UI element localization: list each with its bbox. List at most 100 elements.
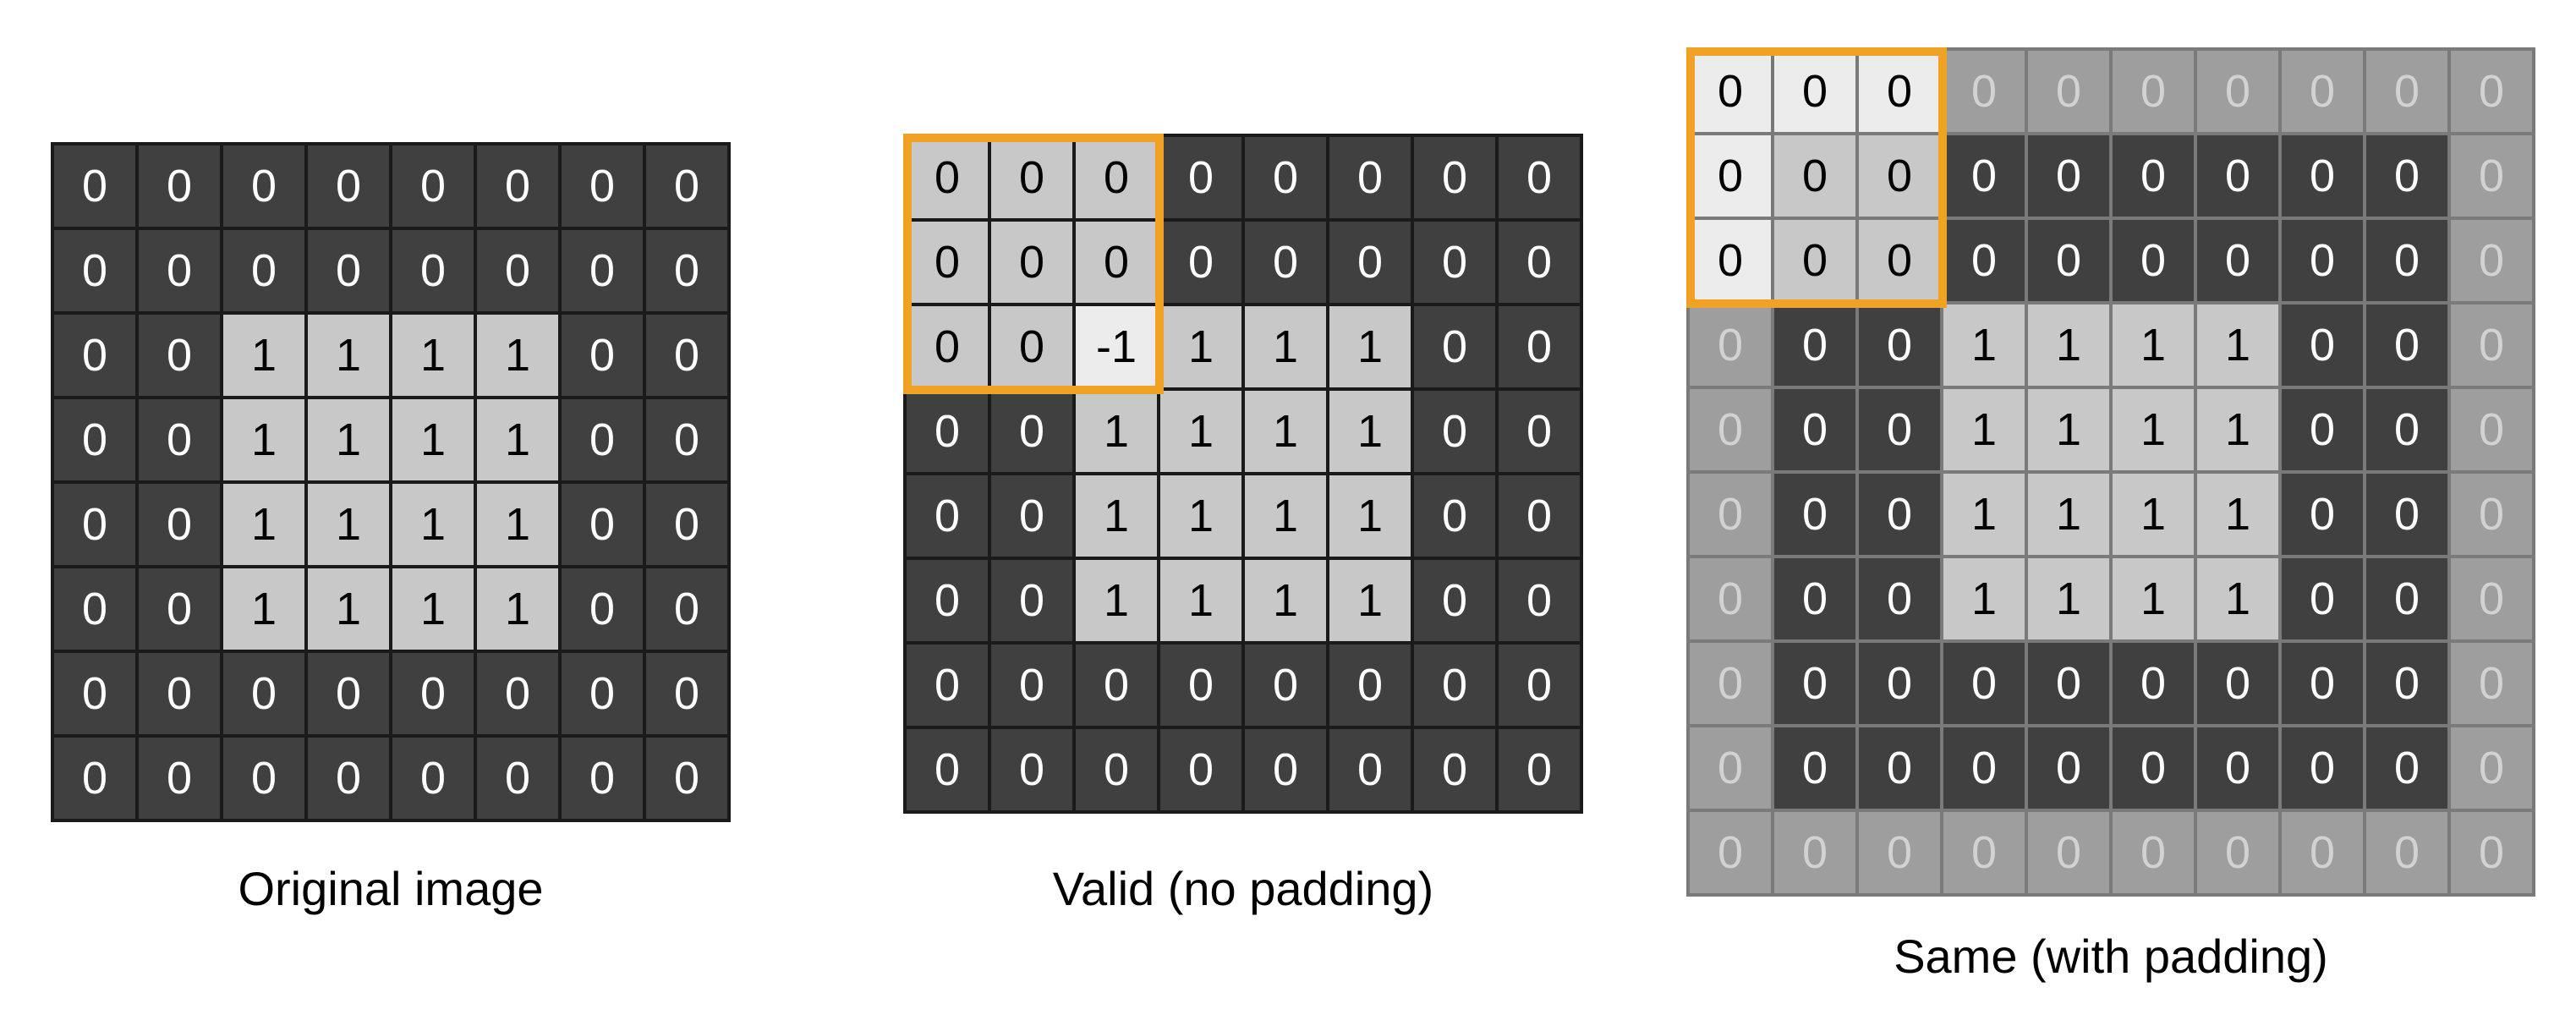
grid-cell: 1 <box>1329 560 1411 641</box>
grid-cell: 0 <box>991 222 1072 303</box>
grid-cell: 1 <box>2113 304 2194 386</box>
grid-cell: 0 <box>2366 135 2447 217</box>
grid-cell: 0 <box>1245 729 1326 810</box>
grid-cell: 0 <box>562 145 643 227</box>
grid-cell: 0 <box>1774 812 1855 893</box>
grid-cell: 0 <box>2197 51 2278 132</box>
grid-cell: 0 <box>1499 475 1580 557</box>
grid-cell: 0 <box>907 222 988 303</box>
grid-cell: 1 <box>2113 389 2194 470</box>
grid-cell: 0 <box>2113 727 2194 809</box>
grid-cell: 0 <box>223 230 304 311</box>
grid-cell: 0 <box>562 653 643 734</box>
grid-cell: 0 <box>2197 220 2278 301</box>
grid-cell: 1 <box>223 315 304 396</box>
grid-cell: 0 <box>1245 222 1326 303</box>
grid-cell: 0 <box>223 145 304 227</box>
grid-cell: 1 <box>1943 474 2025 555</box>
grid-cell: 0 <box>1943 135 2025 217</box>
grid-cell: 0 <box>2028 727 2109 809</box>
grid-cell: 0 <box>1414 137 1495 218</box>
grid-cell: 1 <box>477 484 558 565</box>
grid-cell: 0 <box>2366 474 2447 555</box>
grid-cell: 1 <box>1245 560 1326 641</box>
grid-cell: 0 <box>1160 222 1241 303</box>
grid-cell: 0 <box>139 399 220 480</box>
grid-cell: 0 <box>2282 474 2363 555</box>
grid-cell: 0 <box>1859 812 1940 893</box>
grid-cell: 1 <box>1943 389 2025 470</box>
grid-cell: 0 <box>991 137 1072 218</box>
grid-cell: 0 <box>1414 560 1495 641</box>
grid-cell: 0 <box>991 391 1072 472</box>
grid-cell: 1 <box>2197 474 2278 555</box>
grid-cell: 0 <box>562 230 643 311</box>
grid-cell: 0 <box>2451 51 2532 132</box>
grid-cell: 0 <box>1774 220 1855 301</box>
grid-cell: 0 <box>1859 389 1940 470</box>
grid-cell: 0 <box>991 475 1072 557</box>
grid-cell: 0 <box>646 315 727 396</box>
grid-cell: 0 <box>1329 137 1411 218</box>
grid-cell: 1 <box>1329 391 1411 472</box>
grid-cell: 0 <box>1859 304 1940 386</box>
grid-cell: 0 <box>1859 727 1940 809</box>
grid-cell: 0 <box>1690 727 1771 809</box>
grid-cell: 0 <box>2366 727 2447 809</box>
grid-cell: 0 <box>2197 135 2278 217</box>
grid-cell: 0 <box>139 653 220 734</box>
grid-cell: 0 <box>392 738 474 819</box>
grid-cell: 0 <box>1160 729 1241 810</box>
grid-cell: 0 <box>1943 812 2025 893</box>
grid-cell: 1 <box>2197 558 2278 639</box>
grid-cell: 0 <box>308 230 389 311</box>
grid-cell: 0 <box>991 729 1072 810</box>
grid-cell: 1 <box>223 568 304 650</box>
grid-cell: 0 <box>2451 389 2532 470</box>
grid-cell: 0 <box>54 315 135 396</box>
grid-cell: 1 <box>1076 560 1157 641</box>
grid-cell: 0 <box>1774 135 1855 217</box>
grid-cell: 0 <box>477 738 558 819</box>
grid-cell: 0 <box>1076 729 1157 810</box>
grid-cell: 0 <box>2451 643 2532 724</box>
grid-cell: 1 <box>392 315 474 396</box>
grid-cell: 0 <box>2366 304 2447 386</box>
grid-cell: 0 <box>1859 135 1940 217</box>
grid-cell: 1 <box>1160 306 1241 387</box>
grid-cell: 0 <box>308 145 389 227</box>
grid-cell: 0 <box>1499 560 1580 641</box>
grid-cell: 0 <box>562 738 643 819</box>
grid-cell: 0 <box>2282 135 2363 217</box>
grid-cell: 0 <box>139 738 220 819</box>
grid-cell: 1 <box>1160 391 1241 472</box>
grid-cell: 0 <box>2028 643 2109 724</box>
grid-cell: 0 <box>2113 135 2194 217</box>
grid-cell: 0 <box>1329 729 1411 810</box>
grid-cell: 1 <box>477 315 558 396</box>
grid-cell: 1 <box>1943 304 2025 386</box>
grid-cell: 1 <box>2028 389 2109 470</box>
grid-cell: 0 <box>2282 558 2363 639</box>
grid-cell: 0 <box>991 306 1072 387</box>
grid-cell: 0 <box>1943 51 2025 132</box>
grid-cell: 0 <box>54 145 135 227</box>
grid-cell: 1 <box>2028 558 2109 639</box>
grid-cell: 0 <box>2028 812 2109 893</box>
grid-cell: 0 <box>2366 558 2447 639</box>
grid-cell: 1 <box>477 568 558 650</box>
grid-cell: 0 <box>1245 645 1326 726</box>
grid-cell: 1 <box>392 568 474 650</box>
grid-cell: 1 <box>308 568 389 650</box>
grid-cell: 0 <box>2451 812 2532 893</box>
grid-cell: 0 <box>139 568 220 650</box>
grid-cell: 0 <box>1690 304 1771 386</box>
grid-cell: 0 <box>1414 391 1495 472</box>
grid-cell: 0 <box>1859 51 1940 132</box>
grid-cell: 0 <box>2282 51 2363 132</box>
grid-cell: 0 <box>54 653 135 734</box>
grid-cell: 1 <box>308 315 389 396</box>
grid-cell: 1 <box>2113 558 2194 639</box>
